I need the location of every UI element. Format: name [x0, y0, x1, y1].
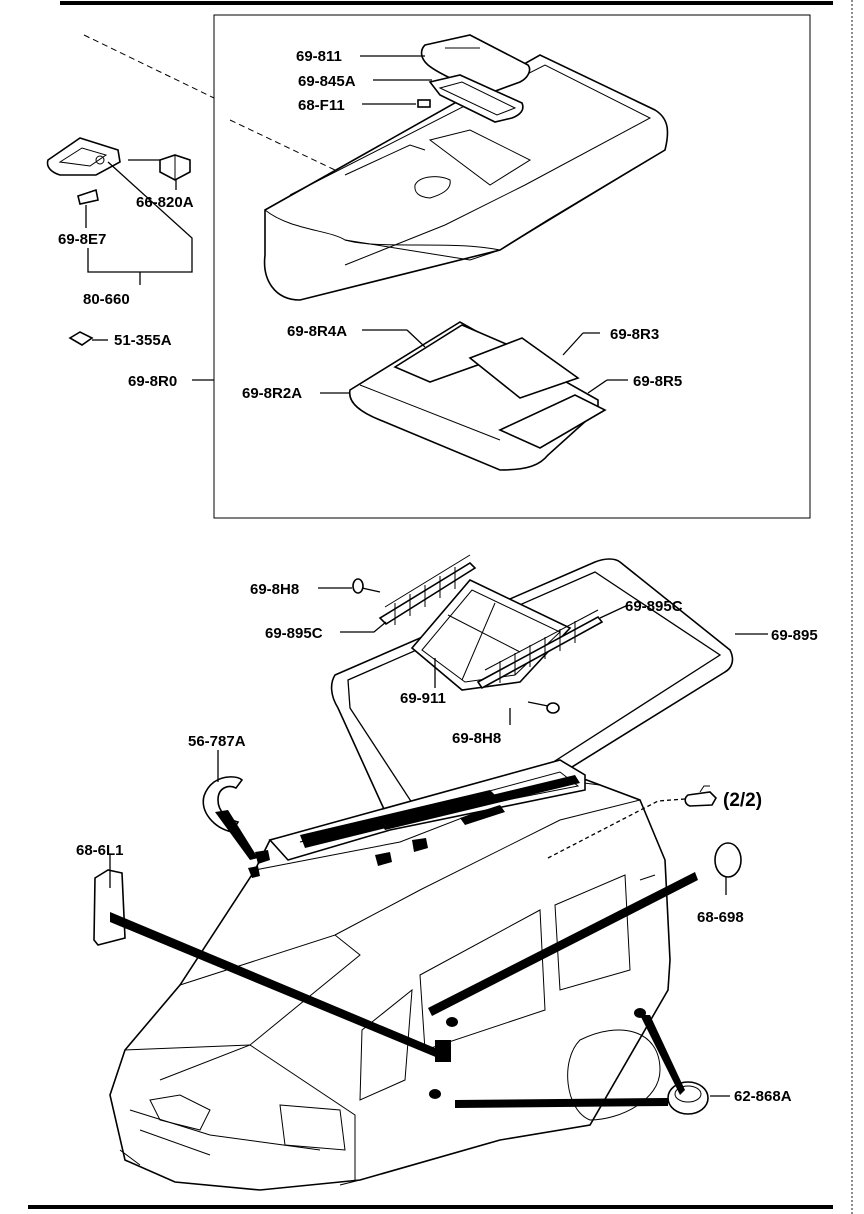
vehicle-body: [109, 769, 671, 1191]
clip-51-355A: [68, 331, 94, 346]
bulb-66-820A: [159, 154, 191, 181]
leaders-top: [85, 55, 628, 394]
label-69-8R3: 69-8R3: [610, 326, 659, 343]
wedge-pointers: [110, 810, 698, 1108]
grommet-62-868A: [667, 1081, 709, 1115]
label-69-8R4A: 69-8R4A: [287, 323, 347, 340]
label-68-698: 68-698: [697, 909, 744, 926]
seal-68-6L1: [93, 869, 126, 946]
cap-68-698: [714, 842, 742, 878]
headliner-pad-assembly: [348, 321, 607, 471]
leaders-bottom: [109, 750, 730, 1097]
roof-drain-hoses: [248, 838, 428, 878]
seal-69-845A: [428, 74, 524, 123]
label-69-895: 69-895: [771, 627, 818, 644]
sunroof-frame-69-895: [330, 558, 734, 855]
roof-sunroof-opening: [268, 759, 586, 861]
label-69-8R5: 69-8R5: [633, 373, 682, 390]
headliner-group-frame: [213, 14, 811, 519]
label-68-6L1: 68-6L1: [76, 842, 124, 859]
screw-69-8H8-bottom: [527, 701, 560, 714]
map-lamp-80-660: [46, 137, 121, 176]
headliner-panel: [263, 54, 669, 301]
label-69-811: 69-811: [296, 48, 342, 65]
label-62-868A: 62-868A: [734, 1088, 792, 1105]
rail-69-895C-left: [378, 554, 477, 626]
label-66-820A: 66-820A: [136, 194, 194, 211]
label-69-8H8-bottom: 69-8H8: [452, 730, 501, 747]
label-69-895C-left: 69-895C: [265, 625, 323, 642]
hole-marker-3: [446, 1017, 458, 1027]
label-69-8E7: 69-8E7: [58, 231, 106, 248]
lens-69-8E7: [77, 188, 99, 205]
hand-pointer-icon: [684, 785, 717, 807]
label-69-911: 69-911: [400, 690, 446, 707]
label-56-787A: 56-787A: [188, 733, 246, 750]
label-ref-page: (2/2): [723, 790, 762, 811]
label-69-895C-right: 69-895C: [625, 598, 683, 615]
seal-patch-on-body: [435, 1040, 451, 1062]
label-69-845A: 69-845A: [298, 73, 356, 90]
label-69-8H8-top: 69-8H8: [250, 581, 299, 598]
clip-68-F11: [417, 99, 431, 108]
screw-69-8H8-top: [352, 578, 381, 594]
rail-69-895C-right: [476, 609, 604, 690]
label-80-660: 80-660: [83, 291, 130, 308]
leaders-middle: [318, 587, 768, 725]
label-68-F11: 68-F11: [298, 97, 345, 114]
label-69-8R0: 69-8R0: [128, 373, 177, 390]
label-69-8R2A: 69-8R2A: [242, 385, 302, 402]
hole-marker-1: [429, 1089, 441, 1099]
label-51-355A: 51-355A: [114, 332, 172, 349]
